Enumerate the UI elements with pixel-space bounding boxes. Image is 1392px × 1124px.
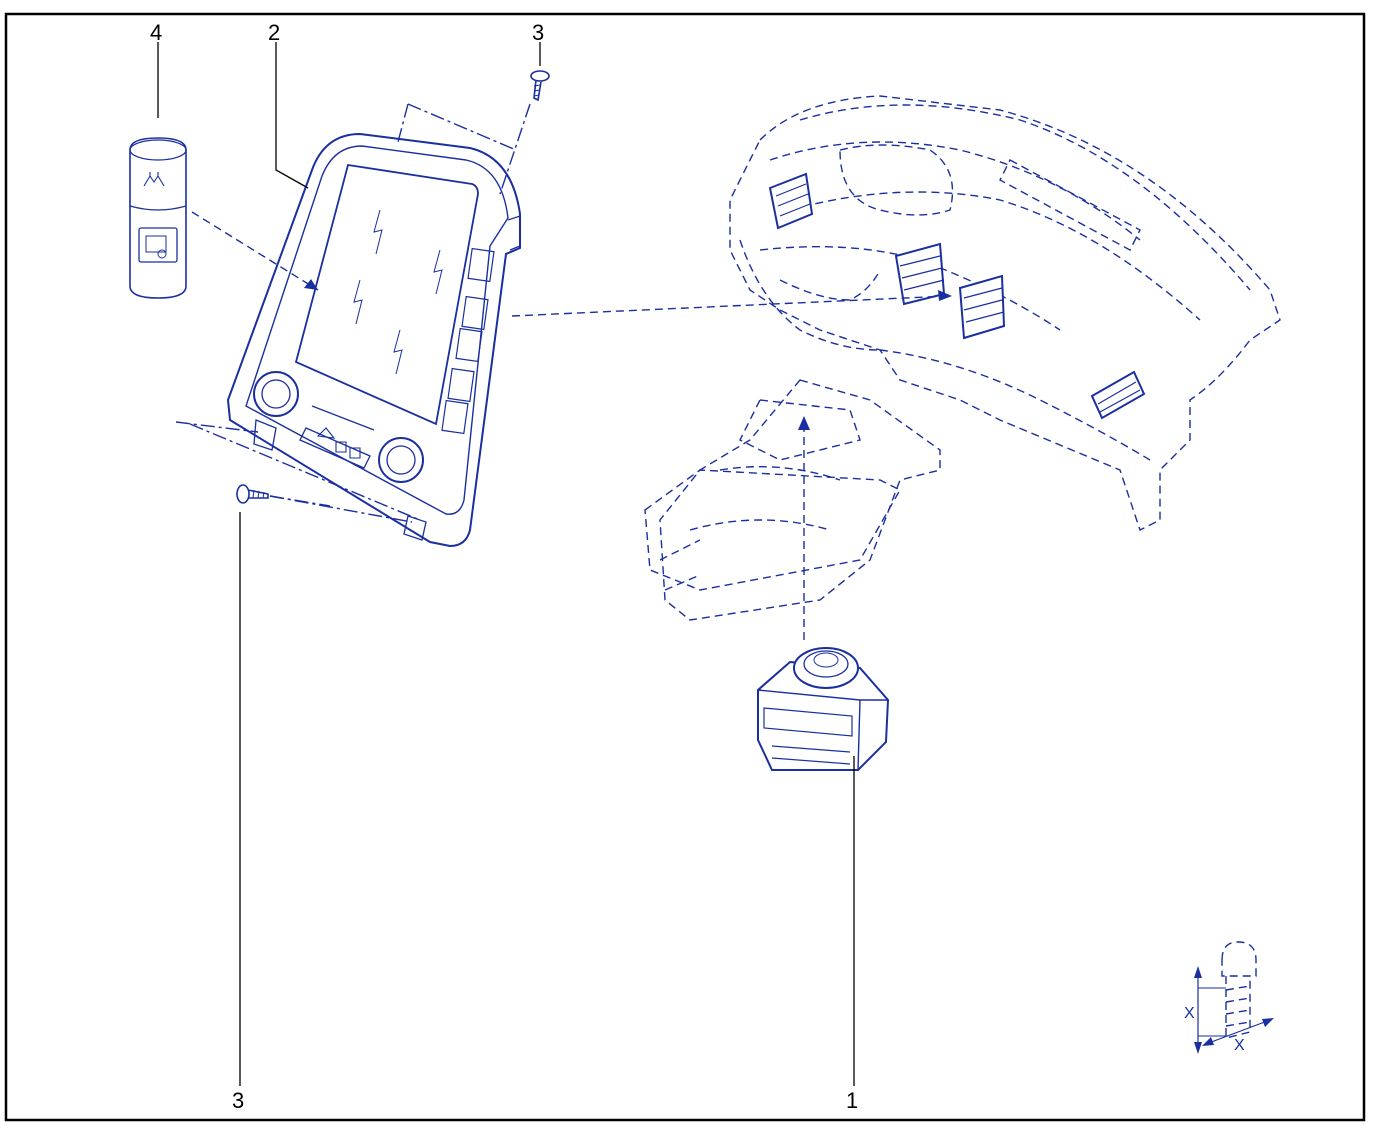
callout-2: 2 — [268, 20, 280, 45]
display-unit-part-2 — [226, 132, 521, 548]
callout-3-bottom: 3 — [232, 1088, 244, 1113]
hazard-symbol-icon — [143, 172, 165, 187]
assembly-lines — [175, 103, 949, 640]
dim-label-vertical: X — [1184, 1005, 1195, 1022]
right-knob — [378, 437, 424, 483]
spray-can-part-4 — [129, 137, 187, 299]
screw-part-3-top — [530, 70, 550, 102]
screw-part-3-bottom — [236, 484, 269, 504]
center-console — [644, 379, 941, 621]
arrow-to-console — [798, 416, 810, 430]
center-air-vent — [894, 242, 1006, 340]
dim-label-horizontal: X — [1234, 1037, 1245, 1054]
callout-3-top: 3 — [532, 20, 544, 45]
side-button-strip — [441, 247, 495, 435]
left-air-vent — [768, 172, 814, 230]
callout-1: 1 — [846, 1088, 858, 1113]
callout-4: 4 — [150, 20, 162, 45]
arrow-to-dashboard — [938, 290, 952, 301]
left-knob — [253, 371, 299, 417]
leader-lines — [157, 42, 855, 1086]
bolt-measurement-detail: X X — [1184, 941, 1274, 1054]
frame-border — [4, 12, 1366, 1122]
right-air-vent — [1090, 370, 1146, 420]
controller-module-part-1 — [757, 647, 890, 771]
arrow-to-display — [304, 279, 318, 290]
instrument-panel — [729, 95, 1281, 531]
